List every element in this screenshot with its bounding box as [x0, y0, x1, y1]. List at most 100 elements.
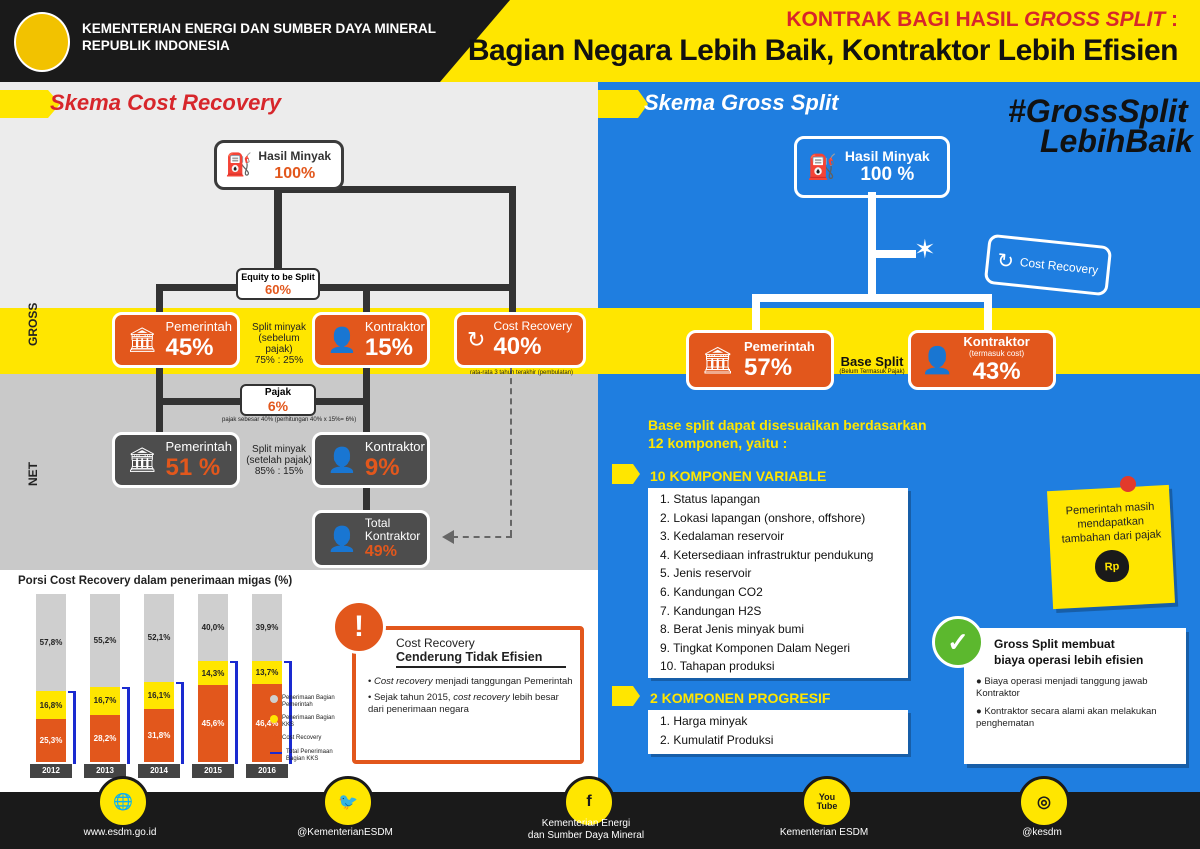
- callout-subtitle: Cenderung Tidak Efisien: [396, 650, 566, 668]
- chart-title: Porsi Cost Recovery dalam penerimaan mig…: [18, 575, 293, 587]
- legend-label: Total Penerimaan Bagian KKS: [286, 749, 333, 762]
- bar-segment: 28,2%: [90, 714, 120, 762]
- cost-recovery-icon: ↻: [996, 249, 1016, 273]
- total-kks-bracket: [284, 661, 292, 764]
- cost-recovery-note: rata-rata 3 tahun terakhir (pembulatan): [470, 370, 574, 376]
- cost-recovery-icon: ↻: [467, 327, 486, 352]
- progresif-item: 2. Kumulatif Produksi: [660, 732, 774, 747]
- headline-main: Bagian Negara Lebih Baik, Kontraktor Leb…: [467, 34, 1179, 67]
- data-label: 16,8%: [39, 700, 63, 710]
- data-label: 45,6%: [201, 719, 225, 729]
- data-label: 52,1%: [147, 633, 171, 643]
- split-sebelum-note: Split minyak (sebelum pajak) 75% : 25%: [252, 322, 306, 366]
- contractor-person-icon: 👤: [327, 446, 357, 474]
- variable-item: 1. Status lapangan: [660, 492, 761, 506]
- globe-icon[interactable]: 🌐: [97, 776, 149, 828]
- money-bag-icon: Rp: [1094, 549, 1130, 583]
- tax-sticky-note: Pemerintah masih mendapatkan tambahan da…: [1046, 484, 1176, 610]
- legend-label: Cost Recovery: [282, 735, 322, 741]
- x-tick-label: 2014: [138, 764, 180, 778]
- callout-title: Cost Recovery: [396, 636, 475, 650]
- bar-segment: 14,3%: [198, 661, 228, 686]
- footer-youtube[interactable]: Kementerian ESDM: [779, 827, 869, 838]
- hashtag-graphic: #GrossSplit LebihBaik: [1008, 93, 1193, 159]
- kontraktor-base-box: 👤 Kontraktor(termasuk cost)43%: [908, 330, 1056, 390]
- variable-item: 7. Kandungan H2S: [660, 603, 762, 618]
- ministry-logo: [14, 12, 70, 72]
- footer-instagram[interactable]: @kesdm: [1022, 827, 1062, 838]
- variable-item: 4. Ketersediaan infrastruktur pendukung: [660, 547, 874, 562]
- right-section-title: Skema Gross Split: [644, 90, 839, 115]
- data-label: 13,7%: [255, 668, 279, 678]
- x-tick-label: 2016: [246, 764, 288, 778]
- callout-bullet: • Sejak tahun 2015, cost recovery lebih …: [368, 692, 559, 715]
- progresif-head-bar: [612, 686, 640, 706]
- data-label: 31,8%: [147, 730, 171, 740]
- twitter-icon[interactable]: 🐦: [322, 776, 374, 828]
- bar-segment: 31,8%: [144, 708, 174, 762]
- pushpin-icon: [1120, 476, 1136, 492]
- legend-item: Total Penerimaan Bagian KKS: [270, 749, 342, 763]
- pipe: [509, 186, 516, 314]
- dashed-connector: [510, 368, 512, 536]
- equity-box: Equity to be Split 60%: [236, 268, 320, 300]
- bar-segment: 16,8%: [36, 691, 66, 720]
- bar-segment: 55,2%: [90, 593, 120, 687]
- pajak-box: Pajak 6%: [240, 384, 316, 416]
- data-label: 14,3%: [201, 668, 225, 678]
- pipe: [363, 284, 370, 314]
- data-label: 25,3%: [39, 736, 63, 746]
- pipe: [280, 186, 516, 193]
- bar-segment: 16,1%: [144, 681, 174, 709]
- government-building-icon: 🏛: [127, 326, 158, 354]
- left-section-title: Skema Cost Recovery: [50, 90, 282, 115]
- data-label: 16,1%: [147, 690, 171, 700]
- contractor-person-icon: 👤: [921, 344, 954, 375]
- variable-item: 3. Kedalaman reservoir: [660, 529, 785, 544]
- total-kks-bracket: [122, 686, 130, 764]
- footer-facebook[interactable]: Kementerian Energi dan Sumber Daya Miner…: [527, 818, 645, 841]
- bar-segment: 40,0%: [198, 594, 228, 662]
- bar-segment: 57,8%: [36, 594, 66, 692]
- legend-label: Penerimaan Bagian KKS: [282, 715, 335, 728]
- variable-item: 8. Berat Jenis minyak bumi: [660, 622, 805, 637]
- band-label-gross: GROSS: [26, 302, 40, 346]
- ministry-name: KEMENTERIAN ENERGI DAN SUMBER DAYA MINER…: [82, 21, 437, 53]
- bar-segment: 13,7%: [252, 661, 282, 685]
- facebook-icon[interactable]: f: [563, 776, 615, 828]
- variable-item: 2. Lokasi lapangan (onshore, offshore): [660, 510, 866, 525]
- pipe: [752, 294, 992, 302]
- youtube-icon[interactable]: You Tube: [801, 776, 853, 828]
- base-split-intro: Base split dapat disesuaikan berdasarkan…: [648, 417, 927, 451]
- total-kks-bracket: [230, 661, 238, 764]
- pipe: [984, 294, 992, 334]
- dashed-connector: [452, 536, 512, 538]
- instagram-icon[interactable]: ◎: [1018, 776, 1070, 828]
- footer-twitter[interactable]: @KementerianESDM: [297, 827, 393, 838]
- callout-bullet: • Cost recovery menjadi tanggungan Pemer…: [368, 676, 573, 687]
- bar-segment: 16,7%: [90, 686, 120, 715]
- right-title-arrow: [598, 90, 648, 118]
- pajak-note: pajak sebesar 40% (perhitungan 40% x 15%…: [222, 417, 357, 423]
- pipe: [156, 284, 163, 314]
- variable-heading: 10 KOMPONEN VARIABLE: [650, 468, 827, 484]
- header-yellow-band: [440, 0, 1200, 82]
- total-kks-bracket: [176, 681, 184, 764]
- legend-item: Cost Recovery: [270, 735, 342, 743]
- bar-segment: 52,1%: [144, 594, 174, 682]
- pipe: [876, 250, 916, 258]
- footer-website[interactable]: www.esdm.go.id: [83, 827, 157, 838]
- legend-swatch: [270, 752, 282, 754]
- split-setelah-note: Split minyak (setelah pajak) 85% : 15%: [246, 444, 312, 477]
- cost-recovery-callout: Cost Recovery Cenderung Tidak Efisien • …: [352, 626, 584, 764]
- arrow-head-icon: [442, 530, 454, 544]
- oil-rig-icon: ⛽: [807, 153, 837, 181]
